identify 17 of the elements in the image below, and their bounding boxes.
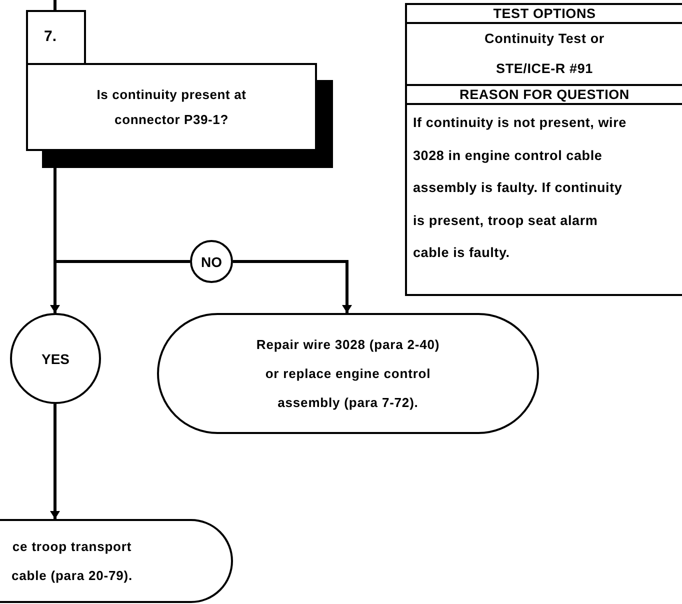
step-number-box (26, 10, 86, 64)
table-heading: REASON FOR QUESTION (407, 84, 682, 103)
question-text: Is continuity present at connector P39-1? (96, 86, 248, 129)
action-text: Repair wire 3028 (para 2-40) or replace engine control assembly (para 7-72). (255, 336, 441, 412)
table-cell: Continuity Test or STE/ICE-R #91 (407, 22, 682, 84)
table-cell: If continuity is not present, wire 3028 in engine control cable assembly is faulty. If continuity is present, troop seat alarm cable is faulty. (407, 103, 682, 272)
flow-arrow (233, 260, 352, 313)
action-text: ce troop transport cable (para 20-79). (10, 538, 134, 585)
flow-arrow (50, 404, 60, 519)
flow-line (54, 0, 56, 10)
answer-label: YES (41, 350, 70, 366)
step-number: 7. (44, 28, 57, 45)
action-terminal (0, 519, 233, 603)
test-info-table (405, 3, 682, 296)
answer-circle (190, 240, 233, 283)
table-heading: TEST OPTIONS (492, 5, 597, 22)
answer-label: NO (201, 254, 222, 270)
